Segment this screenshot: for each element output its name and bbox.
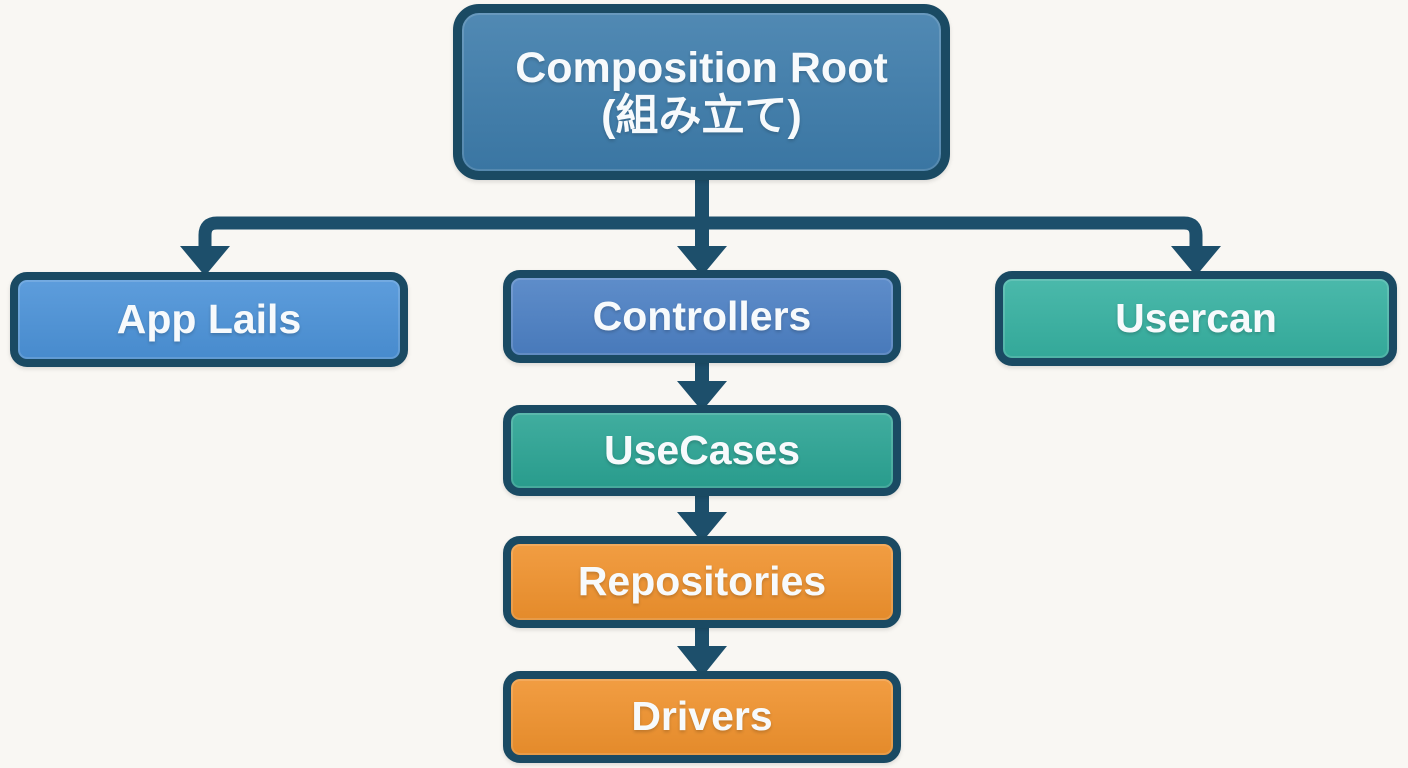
node-label: Usercan bbox=[1115, 294, 1277, 341]
node-sublabel: (組み立て) bbox=[601, 92, 802, 140]
node-label: App Lails bbox=[116, 295, 302, 342]
node-usecases: UseCases bbox=[503, 405, 901, 496]
node-label: Controllers bbox=[592, 292, 812, 339]
node-label: Composition Root bbox=[515, 43, 888, 92]
node-controllers: Controllers bbox=[503, 270, 901, 363]
node-label: UseCases bbox=[603, 426, 801, 473]
node-repositories: Repositories bbox=[503, 536, 901, 628]
node-label: Drivers bbox=[631, 693, 773, 740]
node-app-lails: App Lails bbox=[10, 272, 408, 367]
edge-branch-bar bbox=[198, 216, 1203, 252]
node-composition-root: Composition Root (組み立て) bbox=[453, 4, 950, 180]
node-usercan: Usercan bbox=[995, 271, 1397, 366]
node-drivers: Drivers bbox=[503, 671, 901, 763]
node-label: Repositories bbox=[577, 558, 827, 605]
